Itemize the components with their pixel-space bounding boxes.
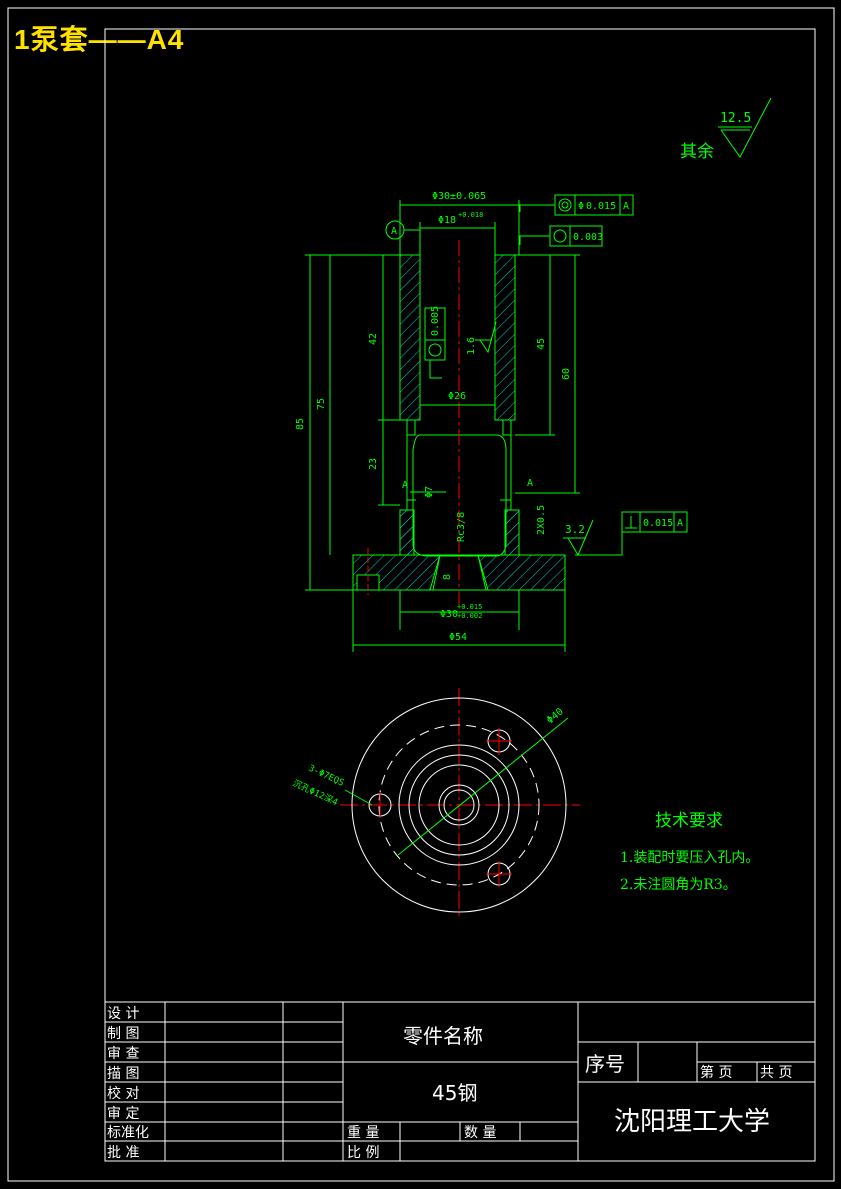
tb-school: 沈阳理工大学	[614, 1107, 770, 1137]
dim-h60: 60	[561, 368, 572, 380]
gdt-roundness-bore: 0.005	[424, 306, 446, 361]
tech-notes-title: 技术要求	[655, 811, 723, 831]
tech-note-1: 1.装配时要压入孔内。	[620, 850, 759, 866]
tb-row-6: 审 定	[107, 1106, 139, 1122]
tb-material: 45钢	[432, 1081, 477, 1105]
dim-d30b-tol2: +0.002	[457, 612, 482, 620]
dim-d30: Φ30±0.065	[432, 191, 486, 202]
tb-row-3: 审 查	[107, 1046, 139, 1062]
roughness-bore-value: 1.6	[466, 337, 477, 355]
dim-thread: Rc3/8	[456, 512, 467, 542]
coaxial-ref: A	[623, 201, 629, 212]
datum-a-label: A	[391, 226, 397, 237]
dimension-texts: Φ30±0.065 Φ18 +0.018 42 75 85 45 60 Φ26 …	[295, 191, 572, 643]
tb-serial: 序号	[585, 1052, 625, 1076]
tb-part-name: 零件名称	[403, 1024, 483, 1048]
coaxial-value: 0.015	[586, 201, 616, 212]
tb-row-1: 设 计	[107, 1006, 139, 1022]
dim-d30b-tol1: +0.015	[457, 603, 482, 611]
roundness-bore-value: 0.005	[430, 306, 441, 336]
tech-notes: 技术要求 1.装配时要压入孔内。 2.未注圆角为R3。	[620, 811, 759, 893]
dim-h85: 85	[295, 418, 306, 430]
roughness-face-symbol: 3.2	[563, 519, 594, 557]
dim-d26: Φ26	[448, 391, 466, 402]
dim-chamfer: 2X0.5	[536, 505, 547, 535]
coaxial-value-prefix: Φ	[578, 201, 584, 212]
roughness-face-value: 3.2	[565, 523, 585, 536]
tb-total: 共 页	[760, 1065, 792, 1081]
dim-d18: Φ18	[438, 215, 456, 226]
tb-row-8: 批 准	[107, 1145, 139, 1161]
dim-d54: Φ54	[449, 632, 467, 643]
dim-h75: 75	[316, 398, 327, 410]
dim-d30b: Φ30	[440, 609, 458, 620]
perp-value: 0.015	[643, 518, 673, 529]
plan-view	[340, 688, 580, 920]
roughness-rest-value: 12.5	[720, 111, 751, 126]
gdt-coaxial-frame: Φ 0.015 A	[554, 194, 634, 216]
dim-holes: 3-Φ7EQS	[307, 764, 346, 789]
tb-row-2: 制 图	[107, 1026, 139, 1042]
datum-a-right: A	[527, 478, 533, 489]
gdt-roundness-top: 0.003	[549, 225, 603, 247]
tb-row-5: 校 对	[107, 1085, 139, 1102]
roughness-rest-label: 其余	[680, 142, 714, 162]
dim-h23: 23	[368, 458, 379, 470]
dimension-lines	[305, 200, 623, 652]
outer-frame	[7, 7, 835, 1182]
tb-qty: 数 量	[464, 1125, 496, 1141]
roundness-top-value: 0.003	[573, 232, 603, 243]
tb-scale: 比 例	[347, 1145, 379, 1161]
dim-h8: 8	[442, 574, 453, 580]
dim-h42: 42	[368, 333, 379, 345]
title-block	[104, 1001, 816, 1162]
roughness-bore-symbol: 1.6	[466, 321, 497, 355]
tb-row-4: 描 图	[107, 1066, 139, 1082]
dim-h45: 45	[536, 338, 547, 350]
gdt-perpendicular-frame: 0.015 A	[621, 511, 688, 533]
datum-a-left: A	[402, 480, 408, 491]
tb-sheet: 第 页	[700, 1064, 732, 1081]
tb-row-7: 标准化	[107, 1125, 149, 1141]
dim-d7: Φ7	[424, 486, 435, 498]
title-block-text: 设 计 制 图 审 查 描 图 校 对 审 定 标准化 批 准 零件名称 45钢…	[107, 1006, 792, 1161]
tech-note-2: 2.未注圆角为R3。	[620, 877, 737, 893]
tb-weight: 重 量	[347, 1125, 379, 1141]
datum-a-marker: A	[385, 220, 420, 240]
dim-d18-tol: +0.018	[458, 211, 483, 219]
roughness-rest-symbol: 其余 12.5	[680, 97, 772, 162]
dim-d40: Φ40	[545, 706, 566, 726]
perp-ref: A	[677, 518, 683, 529]
section-view	[352, 240, 566, 605]
